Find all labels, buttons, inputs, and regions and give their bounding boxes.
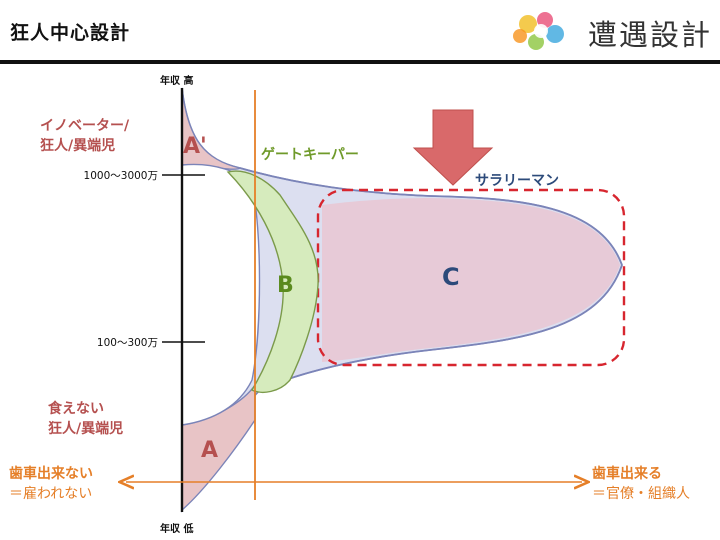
tick-high-label: 1000〜3000万 bbox=[84, 170, 158, 182]
salaryman-upper-curve bbox=[239, 167, 623, 266]
region-a-label: A bbox=[201, 438, 218, 463]
axis-top-label: 年収 高 bbox=[160, 74, 193, 87]
tick-low-label: 100〜300万 bbox=[97, 337, 158, 349]
left-gear-label-line2: ＝雇われない bbox=[9, 485, 92, 502]
region-a-prime-label: A' bbox=[183, 134, 207, 159]
logo-icon bbox=[513, 12, 564, 50]
cannot-eat-label-line1: 食えない bbox=[48, 400, 104, 417]
page-title: 狂人中心設計 bbox=[10, 22, 131, 44]
innovator-label-line1: イノベーター/ bbox=[40, 118, 130, 134]
down-arrow-icon bbox=[412, 109, 494, 186]
salaryman-lower-curve bbox=[259, 264, 623, 391]
brand-name: 遭遇設計 bbox=[588, 18, 713, 52]
gatekeeper-label: ゲートキーパー bbox=[261, 146, 359, 163]
region-c-label: C bbox=[442, 263, 460, 291]
right-gear-label-line1: 歯車出来る bbox=[592, 465, 662, 482]
salaryman-label: サラリーマン bbox=[475, 173, 559, 189]
right-gear-label-line2: ＝官僚・組織人 bbox=[592, 486, 690, 502]
inner-white-area bbox=[181, 163, 261, 426]
region-c-area bbox=[322, 198, 620, 362]
innovator-label-line2: 狂人/異端児 bbox=[40, 137, 115, 154]
cannot-eat-label-line2: 狂人/異端児 bbox=[48, 420, 123, 437]
region-b-area bbox=[226, 170, 319, 393]
region-b-label: B bbox=[277, 273, 294, 298]
left-gear-label-line1: 歯車出来ない bbox=[9, 465, 93, 482]
axis-bottom-label: 年収 低 bbox=[160, 522, 193, 535]
header-divider bbox=[0, 60, 720, 64]
